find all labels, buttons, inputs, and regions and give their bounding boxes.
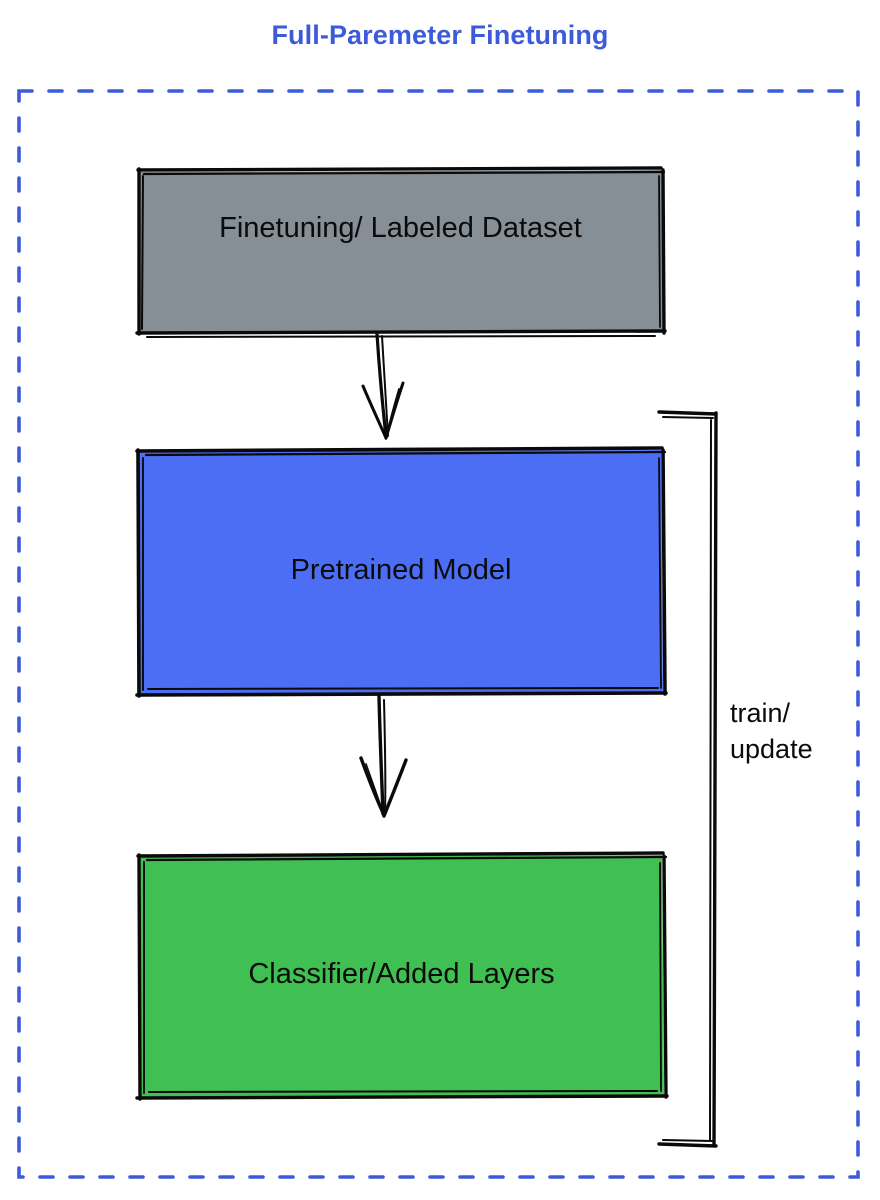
feedback-loop-label: train/ update bbox=[730, 698, 813, 764]
page-title: Full-Paremeter Finetuning bbox=[271, 20, 609, 50]
node-pretrained-edge-left-a bbox=[136, 448, 141, 698]
arrow-pretrained-to-classifier bbox=[359, 694, 408, 818]
node-dataset-edge-bottom-b bbox=[146, 335, 656, 338]
node-classifier-label: Classifier/Added Layers bbox=[248, 958, 555, 990]
node-classifier-fill bbox=[140, 855, 664, 1098]
node-pretrained-edge-top-b bbox=[144, 450, 667, 457]
node-classifier[interactable] bbox=[135, 851, 669, 1101]
node-pretrained-edge-right-b bbox=[658, 457, 662, 689]
node-dataset-label: Finetuning/ Labeled Dataset bbox=[219, 212, 582, 244]
node-pretrained[interactable] bbox=[135, 446, 668, 698]
node-pretrained-edge-right-a bbox=[661, 448, 667, 696]
node-dataset-edge-right-a bbox=[661, 168, 666, 335]
arrow-dataset-to-pretrained bbox=[361, 332, 405, 440]
node-pretrained-edge-bottom-b bbox=[147, 687, 659, 690]
node-classifier-edge-left-a bbox=[137, 853, 142, 1101]
node-classifier-edge-bottom-b bbox=[148, 1090, 658, 1093]
node-dataset[interactable] bbox=[135, 166, 667, 338]
node-dataset-edge-bottom-a bbox=[135, 329, 667, 335]
node-pretrained-edge-top-a bbox=[135, 446, 664, 453]
feedback-loop-bracket bbox=[657, 410, 718, 1148]
node-dataset-edge-top-a bbox=[136, 166, 663, 172]
node-dataset-edge-top-b bbox=[142, 170, 666, 176]
node-dataset-edge-left-b bbox=[141, 175, 144, 330]
node-classifier-edge-right-b bbox=[659, 862, 662, 1092]
node-dataset-fill bbox=[139, 170, 663, 333]
dashed-blue-frame bbox=[17, 89, 860, 1179]
node-classifier-edge-right-a bbox=[662, 854, 668, 1099]
node-dataset-edge-right-b bbox=[658, 175, 661, 328]
node-pretrained-fill bbox=[139, 450, 663, 695]
node-classifier-edge-top-b bbox=[145, 855, 668, 862]
node-classifier-edge-top-a bbox=[136, 851, 665, 858]
node-classifier-edge-bottom-a bbox=[135, 1094, 669, 1100]
node-pretrained-label: Pretrained Model bbox=[290, 554, 512, 586]
node-pretrained-edge-bottom-a bbox=[135, 691, 668, 697]
